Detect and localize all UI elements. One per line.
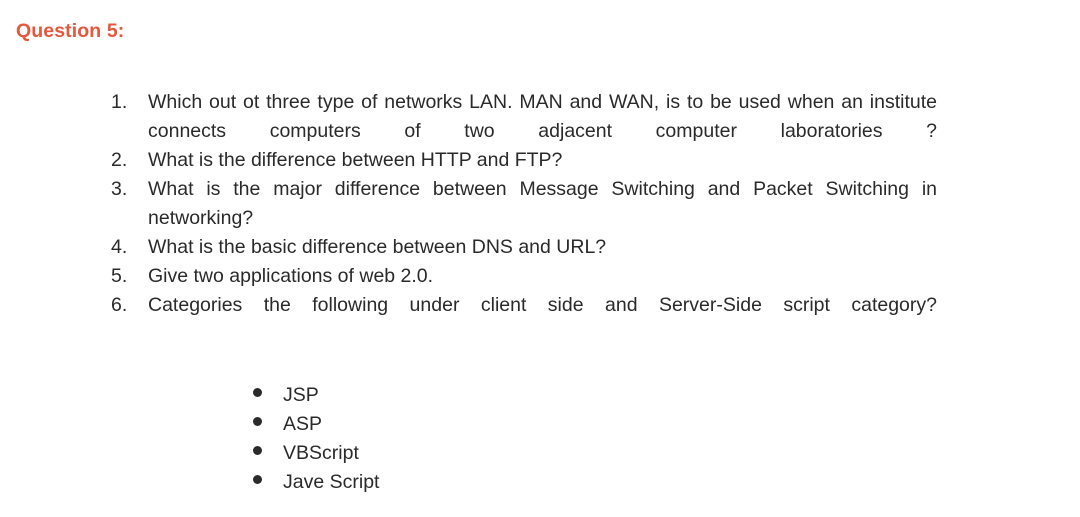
list-item-label: Jave Script	[283, 471, 380, 493]
list-item-label: ASP	[283, 413, 323, 435]
list-item: 1. Which out ot three type of networks L…	[111, 88, 937, 146]
bullet-icon	[253, 381, 283, 410]
list-item-number: 1.	[111, 91, 128, 113]
list-item-number: 5.	[111, 265, 128, 287]
list-item-label: VBScript	[283, 442, 359, 464]
list-item: 2. What is the difference between HTTP a…	[111, 146, 937, 175]
list-item-label: JSP	[283, 384, 319, 406]
list-item-text: What is the difference between HTTP and …	[148, 149, 563, 171]
list-item-number: 3.	[111, 178, 128, 200]
list-item: 5. Give two applications of web 2.0.	[111, 262, 937, 291]
bullet-icon	[253, 410, 283, 439]
list-item: 4. What is the basic difference between …	[111, 233, 937, 262]
list-item-number: 4.	[111, 236, 128, 258]
list-item: 3. What is the major difference between …	[111, 175, 937, 233]
page-title: Question 5:	[16, 20, 125, 42]
list-item-text: Give two applications of web 2.0.	[148, 265, 434, 287]
list-item: ASP	[253, 410, 379, 439]
list-item: JSP	[253, 381, 379, 410]
list-item-number: 2.	[111, 149, 128, 171]
bullet-icon	[253, 439, 283, 468]
list-item: 6. Categories the following under client…	[111, 291, 937, 320]
list-item-text: What is the basic difference between DNS…	[148, 236, 607, 258]
question-list: 1. Which out ot three type of networks L…	[111, 88, 937, 320]
bullet-icon	[253, 468, 283, 497]
list-item-number: 6.	[111, 294, 128, 316]
list-item: Jave Script	[253, 468, 379, 497]
list-item-text: What is the major difference between Mes…	[148, 178, 937, 229]
list-item-text: Categories the following under client si…	[148, 294, 937, 316]
list-item-text: Which out ot three type of networks LAN.…	[148, 91, 937, 142]
list-item: VBScript	[253, 439, 379, 468]
script-category-bullet-list: JSP ASP VBScript Jave Script	[253, 381, 379, 497]
